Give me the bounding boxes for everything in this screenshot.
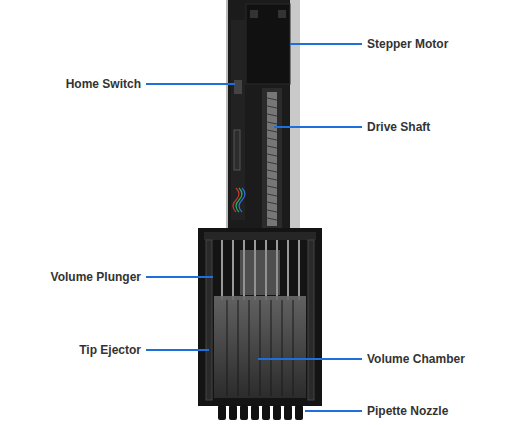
part-label: Tip Ejector bbox=[79, 342, 141, 358]
part-label: Stepper Motor bbox=[367, 36, 448, 52]
part-label: Volume Chamber bbox=[367, 351, 465, 367]
part-label: Pipette Nozzle bbox=[367, 403, 448, 419]
leader-lines bbox=[146, 44, 362, 411]
part-label: Volume Plunger bbox=[51, 269, 141, 285]
part-label: Drive Shaft bbox=[367, 119, 430, 135]
part-label: Home Switch bbox=[66, 76, 141, 92]
